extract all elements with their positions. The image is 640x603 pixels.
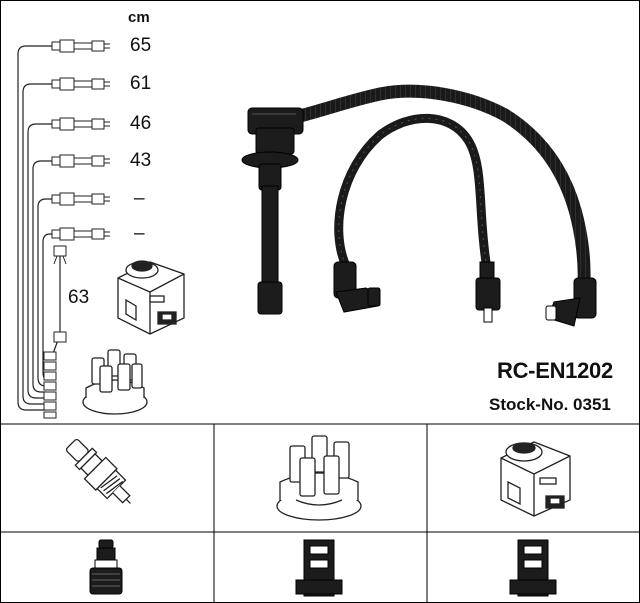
schematic-distributor-cap <box>82 349 148 415</box>
angled-plug-boot-right <box>545 277 597 327</box>
length-label-4: 43 <box>130 150 152 171</box>
coil-terminal-drawing <box>509 539 557 597</box>
coil-lead-bottom-end <box>53 331 67 343</box>
length-label-2: 61 <box>130 73 152 94</box>
plug-boot-connector-drawing <box>89 539 123 595</box>
coil-lead-length-label: 63 <box>68 287 90 308</box>
length-label-3: 46 <box>130 113 152 134</box>
long-plug-boot <box>241 107 304 315</box>
schematic-coil <box>117 260 185 335</box>
length-label-1: 65 <box>130 35 152 56</box>
bundle-ends <box>43 351 57 419</box>
terminal-46 <box>51 117 110 131</box>
terminal-61 <box>51 77 110 91</box>
length-label-5: – <box>134 188 145 209</box>
cap-terminal-drawing <box>295 539 343 597</box>
ignition-coil-drawing <box>500 441 571 517</box>
terminal-5 <box>51 192 110 206</box>
unit-label: cm <box>128 9 150 26</box>
angled-plug-boot-left <box>333 261 381 313</box>
part-number: RC-EN1202 <box>497 358 613 383</box>
cable-coil-lead <box>293 84 591 291</box>
distributor-cap-drawing <box>276 435 362 521</box>
ignition-leads-illustration <box>241 84 597 327</box>
cable-loop <box>334 113 491 271</box>
terminal-65 <box>51 39 110 53</box>
stock-number: Stock-No. 0351 <box>489 395 611 414</box>
coil-lead-top-end <box>53 245 67 257</box>
terminal-6 <box>51 227 110 241</box>
lead-terminals <box>43 39 110 419</box>
straight-plug-boot-middle <box>475 261 501 323</box>
terminal-43 <box>51 154 110 168</box>
length-label-6: – <box>134 223 145 244</box>
spark-plug-drawing <box>65 438 131 504</box>
